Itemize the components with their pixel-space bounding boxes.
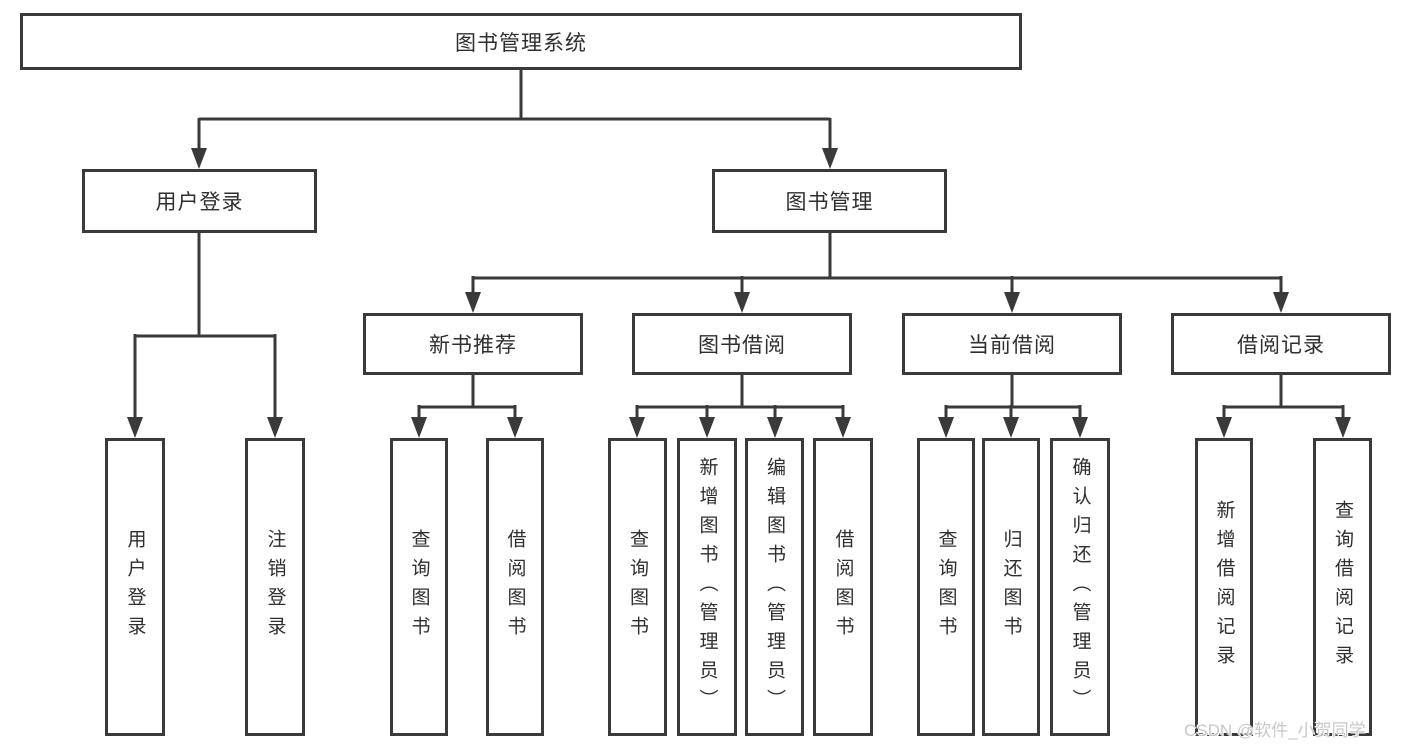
node-logout-label: 注销登录 — [264, 529, 286, 645]
node-query-borrow-record-label: 查询借阅记录 — [1332, 500, 1353, 674]
connector-current-borrow-to-leaves — [944, 375, 1082, 418]
node-library-system-label: 图书管理系统 — [455, 31, 587, 55]
node-book-borrow: 图书借阅 — [632, 313, 852, 375]
node-query-books-3: 查询图书 — [917, 438, 975, 736]
node-borrow-books-1-label: 借阅图书 — [504, 529, 526, 645]
csdn-watermark: CSDN @软件_小贺同学 — [1184, 721, 1366, 740]
node-return-book-label: 归还图书 — [1000, 529, 1022, 645]
node-borrow-books-2: 借阅图书 — [813, 438, 873, 736]
node-query-books-3-label: 查询图书 — [935, 529, 957, 645]
node-query-borrow-record: 查询借阅记录 — [1313, 438, 1372, 736]
node-user-login-leaf-label: 用户登录 — [124, 529, 146, 645]
node-edit-book-admin-label: 编辑图书（管理员） — [764, 456, 785, 718]
node-book-management-label: 图书管理 — [785, 191, 874, 214]
connector-root-to-level2 — [197, 70, 832, 149]
node-current-borrow-label: 当前借阅 — [968, 334, 1056, 357]
connector-new-book-recommend-to-leaves — [417, 375, 517, 418]
node-confirm-return-admin: 确认归还（管理员） — [1050, 438, 1110, 736]
node-add-book-admin-label: 新增图书（管理员） — [696, 456, 718, 718]
node-user-login-label: 用户登录 — [155, 191, 244, 214]
node-borrow-record: 借阅记录 — [1171, 313, 1391, 375]
node-return-book: 归还图书 — [982, 438, 1040, 736]
node-add-borrow-record: 新增借阅记录 — [1195, 438, 1253, 736]
node-query-books-1: 查询图书 — [390, 438, 448, 736]
node-book-management: 图书管理 — [712, 169, 947, 233]
node-logout: 注销登录 — [245, 438, 305, 736]
node-query-books-1-label: 查询图书 — [408, 529, 430, 645]
node-borrow-books-1: 借阅图书 — [486, 438, 544, 736]
node-book-borrow-label: 图书借阅 — [698, 334, 786, 357]
node-query-books-2: 查询图书 — [608, 438, 667, 736]
node-borrow-record-label: 借阅记录 — [1237, 334, 1325, 357]
node-borrow-books-2-label: 借阅图书 — [832, 529, 854, 645]
node-new-book-recommend: 新书推荐 — [363, 313, 583, 375]
arrowheads — [127, 148, 1351, 438]
connector-book-management-to-level3 — [471, 233, 1283, 293]
node-library-system: 图书管理系统 — [20, 13, 1022, 70]
node-confirm-return-admin-label: 确认归还（管理员） — [1069, 456, 1091, 718]
node-add-borrow-record-label: 新增借阅记录 — [1213, 500, 1235, 674]
node-user-login-leaf: 用户登录 — [105, 438, 165, 736]
connector-borrow-record-to-leaves — [1222, 375, 1345, 418]
connector-user-login-to-leaves — [133, 233, 277, 418]
node-edit-book-admin: 编辑图书（管理员） — [745, 438, 804, 736]
connector-book-borrow-to-leaves — [635, 375, 845, 418]
node-new-book-recommend-label: 新书推荐 — [429, 334, 517, 357]
node-query-books-2-label: 查询图书 — [627, 529, 648, 645]
node-current-borrow: 当前借阅 — [902, 313, 1122, 375]
node-add-book-admin: 新增图书（管理员） — [677, 438, 737, 736]
node-user-login: 用户登录 — [82, 169, 317, 233]
